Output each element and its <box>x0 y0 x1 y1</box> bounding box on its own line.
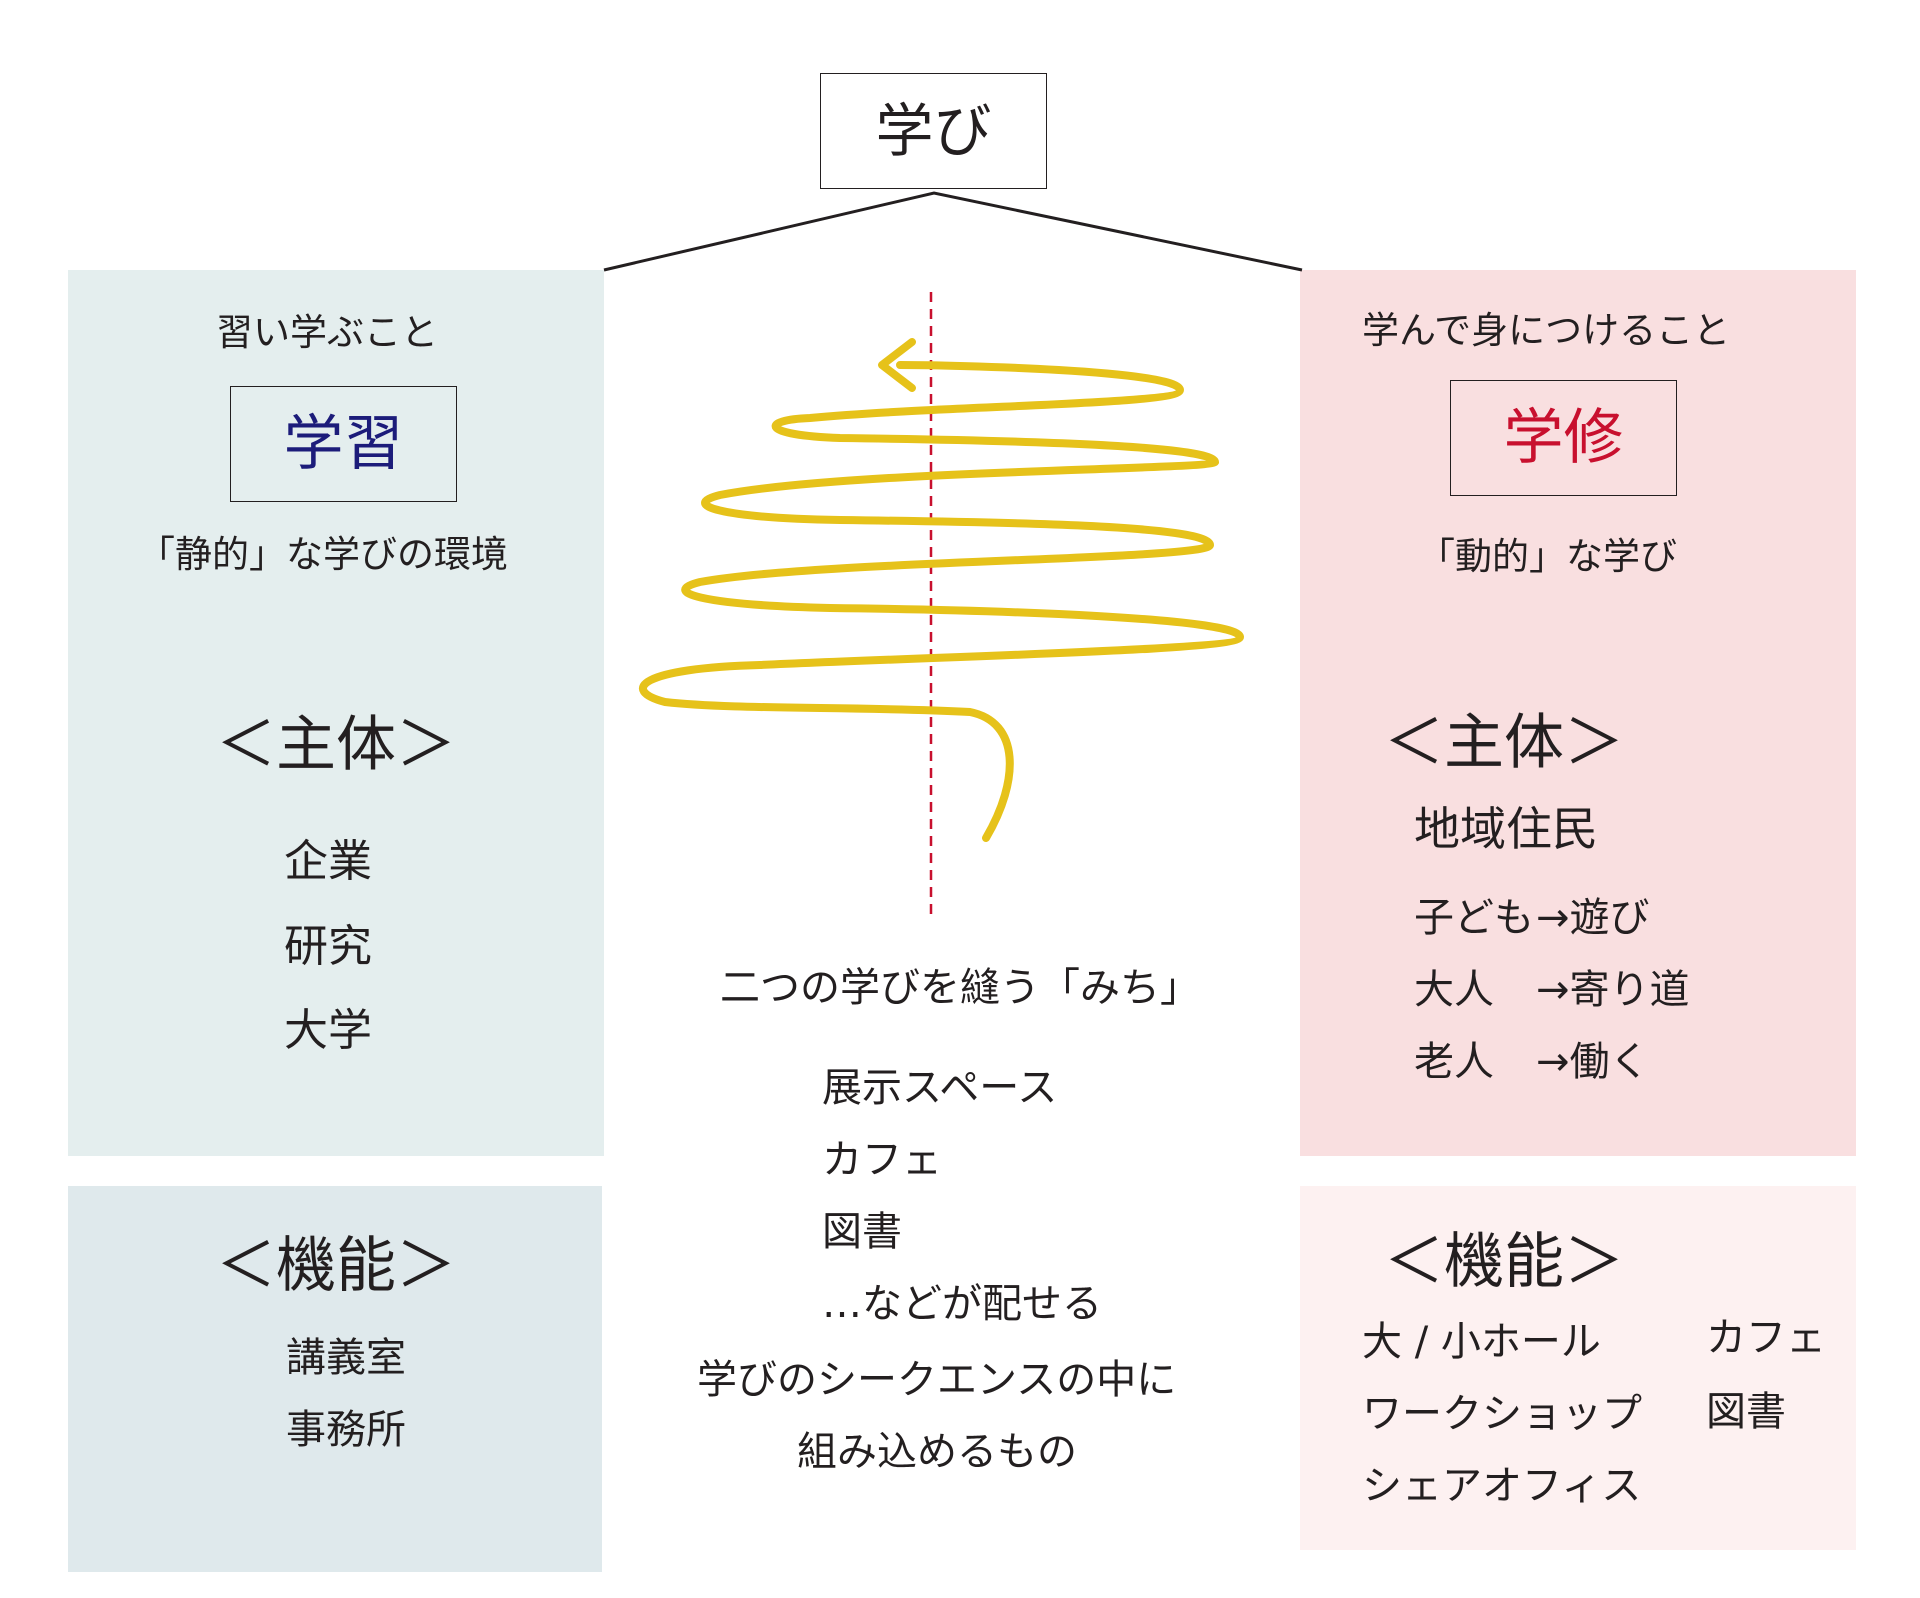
right-subject-who: 老人 <box>1414 1039 1494 1085</box>
right-function-item: シェアオフィス <box>1362 1463 1642 1509</box>
right-subject-who: 子ども <box>1414 895 1534 941</box>
left-main-panel <box>68 270 604 1156</box>
right-subject-what: →働く <box>1536 1039 1650 1085</box>
left-keyword-box: 学習 <box>230 386 457 502</box>
right-subject-who: 大人 <box>1414 967 1494 1013</box>
right-function-panel <box>1300 1186 1856 1550</box>
left-subtitle: 習い学ぶこと <box>216 311 438 354</box>
center-summary: 学びのシークエンスの中に <box>697 1357 1177 1403</box>
right-subject-what: →遊び <box>1536 895 1650 941</box>
center-item: 展示スペース <box>822 1065 1058 1111</box>
right-function-heading: ＜機能＞ <box>1384 1227 1624 1297</box>
left-subject-item: 研究 <box>284 921 372 972</box>
right-function-item: ワークショップ <box>1362 1391 1642 1437</box>
right-main-panel <box>1300 270 1856 1156</box>
right-keyword: 学修 <box>1503 403 1624 473</box>
title-box: 学び <box>820 73 1047 189</box>
right-description: 「動的」な学び <box>1418 535 1677 578</box>
right-subject-what: →寄り道 <box>1536 967 1690 1013</box>
center-item: カフェ <box>822 1137 942 1183</box>
center-item: 図書 <box>822 1209 902 1255</box>
left-subject-item: 大学 <box>284 1005 372 1056</box>
right-subject-main: 地域住民 <box>1414 802 1598 856</box>
spiral-path <box>639 361 1245 842</box>
left-function-heading: ＜機能＞ <box>216 1231 456 1301</box>
branch-lines <box>603 191 1303 272</box>
left-function-panel <box>68 1186 602 1572</box>
left-subject-heading: ＜主体＞ <box>216 710 456 780</box>
left-function-item: 事務所 <box>286 1407 406 1453</box>
title-text: 学び <box>875 97 992 165</box>
left-keyword: 学習 <box>283 409 404 479</box>
right-keyword-box: 学修 <box>1450 380 1677 496</box>
center-summary: 組み込めるもの <box>797 1429 1077 1475</box>
right-function-item: 図書 <box>1706 1389 1786 1435</box>
center-item: …などが配せる <box>822 1281 1102 1327</box>
right-function-item: 大 / 小ホール <box>1362 1319 1601 1365</box>
left-description: 「静的」な学びの環境 <box>138 533 508 576</box>
center-caption: 二つの学びを縫う「みち」 <box>720 965 1200 1011</box>
left-function-item: 講義室 <box>286 1335 406 1381</box>
right-subject-heading: ＜主体＞ <box>1384 708 1624 778</box>
left-subject-item: 企業 <box>284 836 372 887</box>
right-function-item: カフェ <box>1706 1315 1826 1361</box>
spiral-arrowhead <box>878 338 916 392</box>
right-subtitle: 学んで身につけること <box>1362 309 1731 352</box>
